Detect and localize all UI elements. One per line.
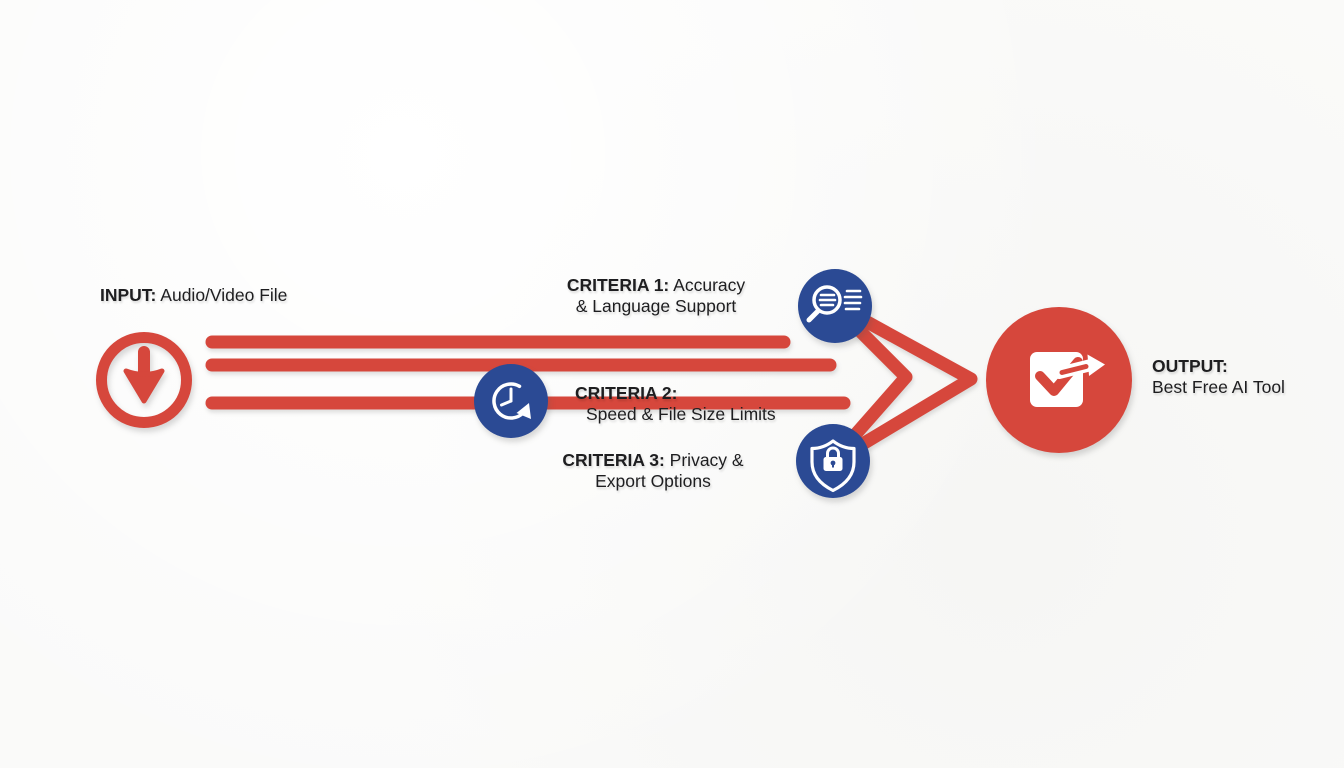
criteria2-label: CRITERIA 2: Speed & File Size Limits [575,383,776,425]
input-label-rest: Audio/Video File [156,285,288,305]
criteria1-label: CRITERIA 1: Accuracy & Language Support [540,275,772,317]
exit-arrow-head [1087,354,1105,376]
criteria3-label: CRITERIA 3: Privacy & Export Options [540,450,766,492]
input-label: INPUT: Audio/Video File [100,285,287,306]
criteria1-label-bold: CRITERIA 1: [566,275,670,295]
search-text-icon [798,269,872,343]
input-label-bold: INPUT: [100,285,157,305]
criteria2-label-bold: CRITERIA 2: [575,383,678,403]
input-ring [96,332,192,428]
criteria2-line2: Speed & File Size Limits [586,404,776,424]
chevron-outer [829,299,978,467]
document-text-lines [843,289,863,311]
exit-arrow-shaft [1059,364,1089,375]
criteria1-line1: CRITERIA 1: Accuracy [540,275,772,296]
magnifier-handle [806,308,821,323]
criteria3-line2: Export Options [595,471,711,491]
criteria3-label-bold: CRITERIA 3: [562,450,665,470]
criteria3-label-rest: Privacy & [664,450,744,470]
output-label-bold: OUTPUT: [1152,356,1228,376]
output-line2: Best Free AI Tool [1152,377,1285,397]
lock-keyhole [830,460,836,466]
magnifier-lens [812,285,842,315]
download-arrow-head [123,368,165,404]
clock-history-icon [474,364,548,438]
lens-text-lines [818,293,837,307]
criteria2-line1: CRITERIA 2: [575,383,776,404]
lock-shackle [826,446,840,457]
download-circle-icon [96,332,192,428]
criteria3-line1: CRITERIA 3: Privacy & [540,450,766,471]
clock-arrow-head [516,403,531,419]
criteria1-badge [798,269,872,343]
shield-outline [810,439,856,493]
shield-lock-icon [796,424,870,498]
criteria1-label-rest: Accuracy [669,275,746,295]
clock-hand-hour [500,399,513,407]
output-label: OUTPUT: Best Free AI Tool [1152,356,1285,398]
criteria1-line2: & Language Support [575,296,737,316]
check-square-arrow-icon [986,307,1132,453]
output-line1: OUTPUT: [1152,356,1285,377]
clock-ring [492,382,526,420]
